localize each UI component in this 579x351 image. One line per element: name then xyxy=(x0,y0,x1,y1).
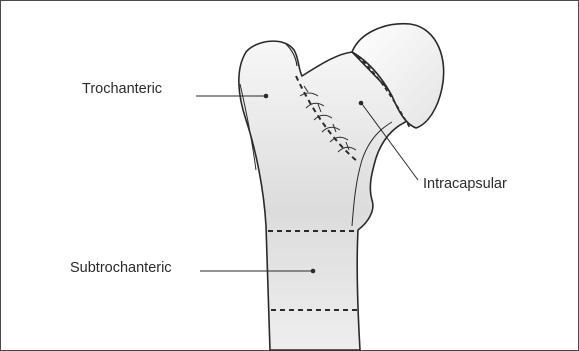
intracapsular-dot xyxy=(359,101,364,106)
subtrochanteric-label: Subtrochanteric xyxy=(70,261,172,276)
intracapsular-label: Intracapsular xyxy=(423,177,507,192)
trochanteric-dot xyxy=(264,94,269,99)
subtrochanteric-dot xyxy=(311,269,316,274)
trochanteric-label: Trochanteric xyxy=(82,82,162,97)
